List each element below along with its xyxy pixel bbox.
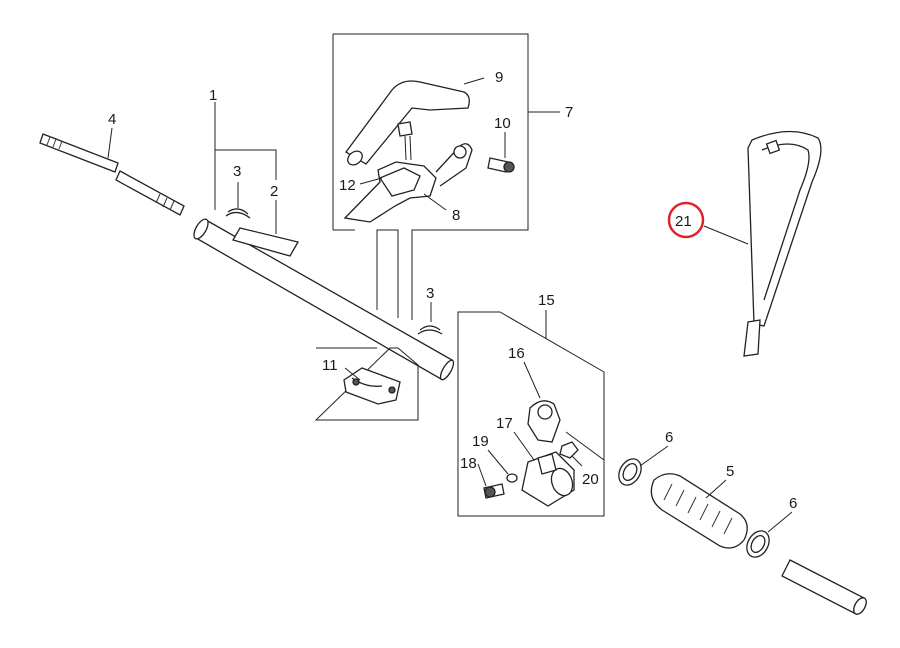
- label-part-8: 8: [452, 207, 460, 224]
- label-part-4: 4: [108, 111, 116, 128]
- shoulder-strap: [743, 130, 822, 357]
- label-part-6-lower: 6: [789, 495, 797, 512]
- label-part-17: 17: [496, 415, 513, 432]
- part-labels: 1 2 3 3 4 5 6 6 7 8 9 10 11 12 15 16 17 …: [108, 69, 797, 512]
- label-part-9: 9: [495, 69, 503, 86]
- handle-assembly-box: [332, 33, 529, 320]
- wave-washer-upper: [618, 458, 642, 486]
- main-tube: [193, 218, 455, 381]
- label-part-15: 15: [538, 292, 555, 309]
- handle-bar-end: [781, 559, 867, 615]
- wave-washer-lower: [746, 530, 770, 558]
- label-part-21: 21: [675, 213, 692, 230]
- label-part-12: 12: [339, 177, 356, 194]
- label-part-6-upper: 6: [665, 429, 673, 446]
- leader-lines: [107, 77, 793, 533]
- highlight-circle-21: [667, 201, 705, 239]
- clip-lower: [417, 325, 443, 335]
- tube-sleeve: [232, 227, 299, 257]
- label-part-3-upper: 3: [233, 163, 241, 180]
- label-part-2: 2: [270, 183, 278, 200]
- label-part-20: 20: [582, 471, 599, 488]
- label-part-16: 16: [508, 345, 525, 362]
- handle-grip: [650, 473, 748, 549]
- joint-box: [457, 311, 605, 517]
- label-part-18: 18: [460, 455, 477, 472]
- label-part-3-lower: 3: [426, 285, 434, 302]
- label-part-19: 19: [472, 433, 489, 450]
- drive-shaft: [39, 133, 185, 216]
- label-part-7: 7: [565, 104, 573, 121]
- clip-upper: [225, 208, 251, 219]
- label-part-11: 11: [322, 357, 338, 374]
- label-part-5: 5: [726, 463, 734, 480]
- label-part-1: 1: [209, 87, 217, 104]
- label-part-10: 10: [494, 115, 511, 132]
